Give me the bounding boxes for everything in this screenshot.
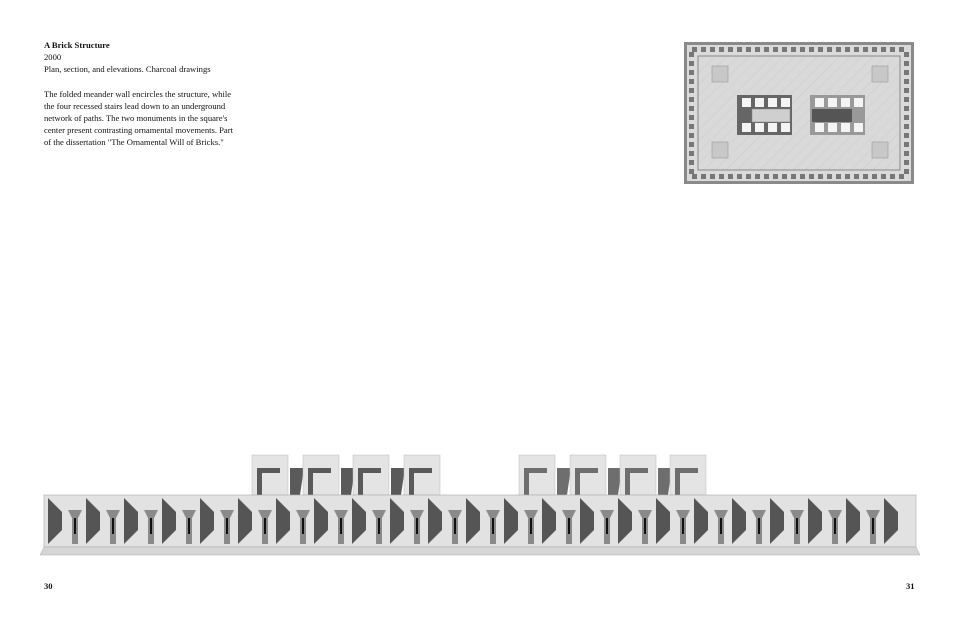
caption-title: A Brick Structure xyxy=(44,40,110,50)
caption-medium: Plan, section, and elevations. Charcoal … xyxy=(44,64,211,75)
caption-year: 2000 xyxy=(44,52,62,63)
page-number-right: 31 xyxy=(906,581,915,591)
caption-description: The folded meander wall encircles the st… xyxy=(44,88,233,148)
page-number-left: 30 xyxy=(44,581,53,591)
caption: A Brick Structure 2000 Plan, section, an… xyxy=(44,39,234,149)
elevation-drawing xyxy=(40,454,920,556)
plan-drawing xyxy=(684,42,914,184)
